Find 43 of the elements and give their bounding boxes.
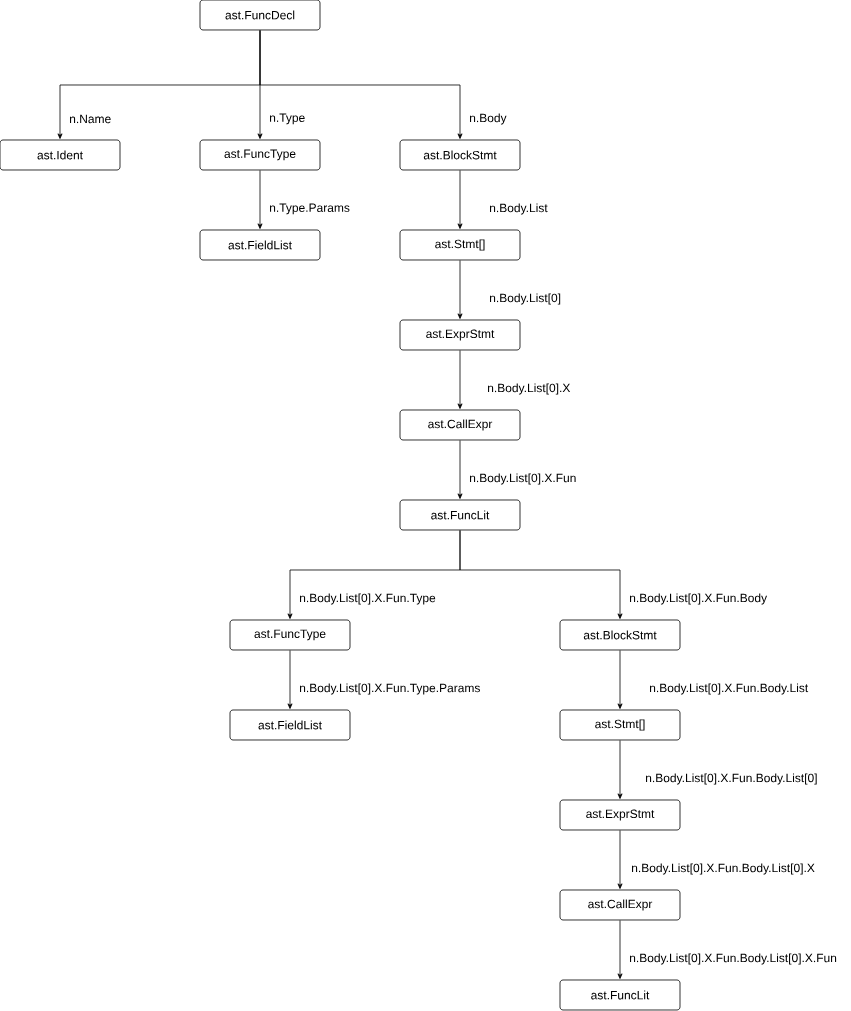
node-box: ast.Stmt[] [399,229,521,261]
arrow [259,30,463,139]
edge-label: n.Name [70,114,111,124]
edge-label: n.Body.List[0].X.Fun.Body.List[0] [646,773,817,785]
edge-label: n.Body.List[0] [490,293,561,305]
node-box: ast.Ident [0,139,121,171]
node-box: ast.FieldList [199,229,321,261]
arrow [617,650,623,709]
node-box: ast.CallExpr [399,409,521,441]
node-box: ast.FuncType [229,619,351,651]
arrow [287,650,293,709]
node-box: ast.FuncType [199,139,321,171]
arrow [459,530,623,619]
edge-label: n.Body.List[0].X [488,383,571,395]
arrow [457,440,463,499]
edge-label: n.Type.Params [270,203,350,215]
edge-label: n.Body.List[0].X.Fun.Body.List [650,683,809,695]
arrow [617,920,623,979]
node-box: ast.CallExpr [559,889,681,921]
node-box: ast.ExprStmt [559,799,681,831]
arrow [617,740,623,799]
node-box: ast.FuncLit [559,979,681,1011]
node-box: ast.Stmt[] [559,709,681,741]
edge-label: n.Type [270,113,305,125]
edge-label: n.Body [470,113,507,125]
arrow [257,170,263,229]
edge-label: n.Body.List[0].X.Fun.Body.List[0].X [632,863,815,875]
arrow [457,170,463,229]
arrow [457,350,463,409]
node-box: ast.ExprStmt [399,319,521,351]
node-box: ast.FieldList [229,709,351,741]
edge-label: n.Body.List[0].X.Fun [470,473,576,485]
node-box: ast.BlockStmt [559,619,681,651]
edge-label: n.Body.List[0].X.Fun.Type.Params [300,683,480,695]
edge-label: n.Body.List[0].X.Fun.Body.List[0].X.Fun [630,953,837,965]
arrow [457,260,463,319]
arrow [617,830,623,889]
edge-label: n.Body.List[0].X.Fun.Type [300,593,436,605]
node-box: ast.FuncLit [399,499,521,531]
node-box: ast.BlockStmt [399,139,521,171]
node-box: ast.FuncDecl [199,0,321,31]
edge-label: n.Body.List [490,203,548,215]
edge-label: n.Body.List[0].X.Fun.Body [630,593,768,605]
